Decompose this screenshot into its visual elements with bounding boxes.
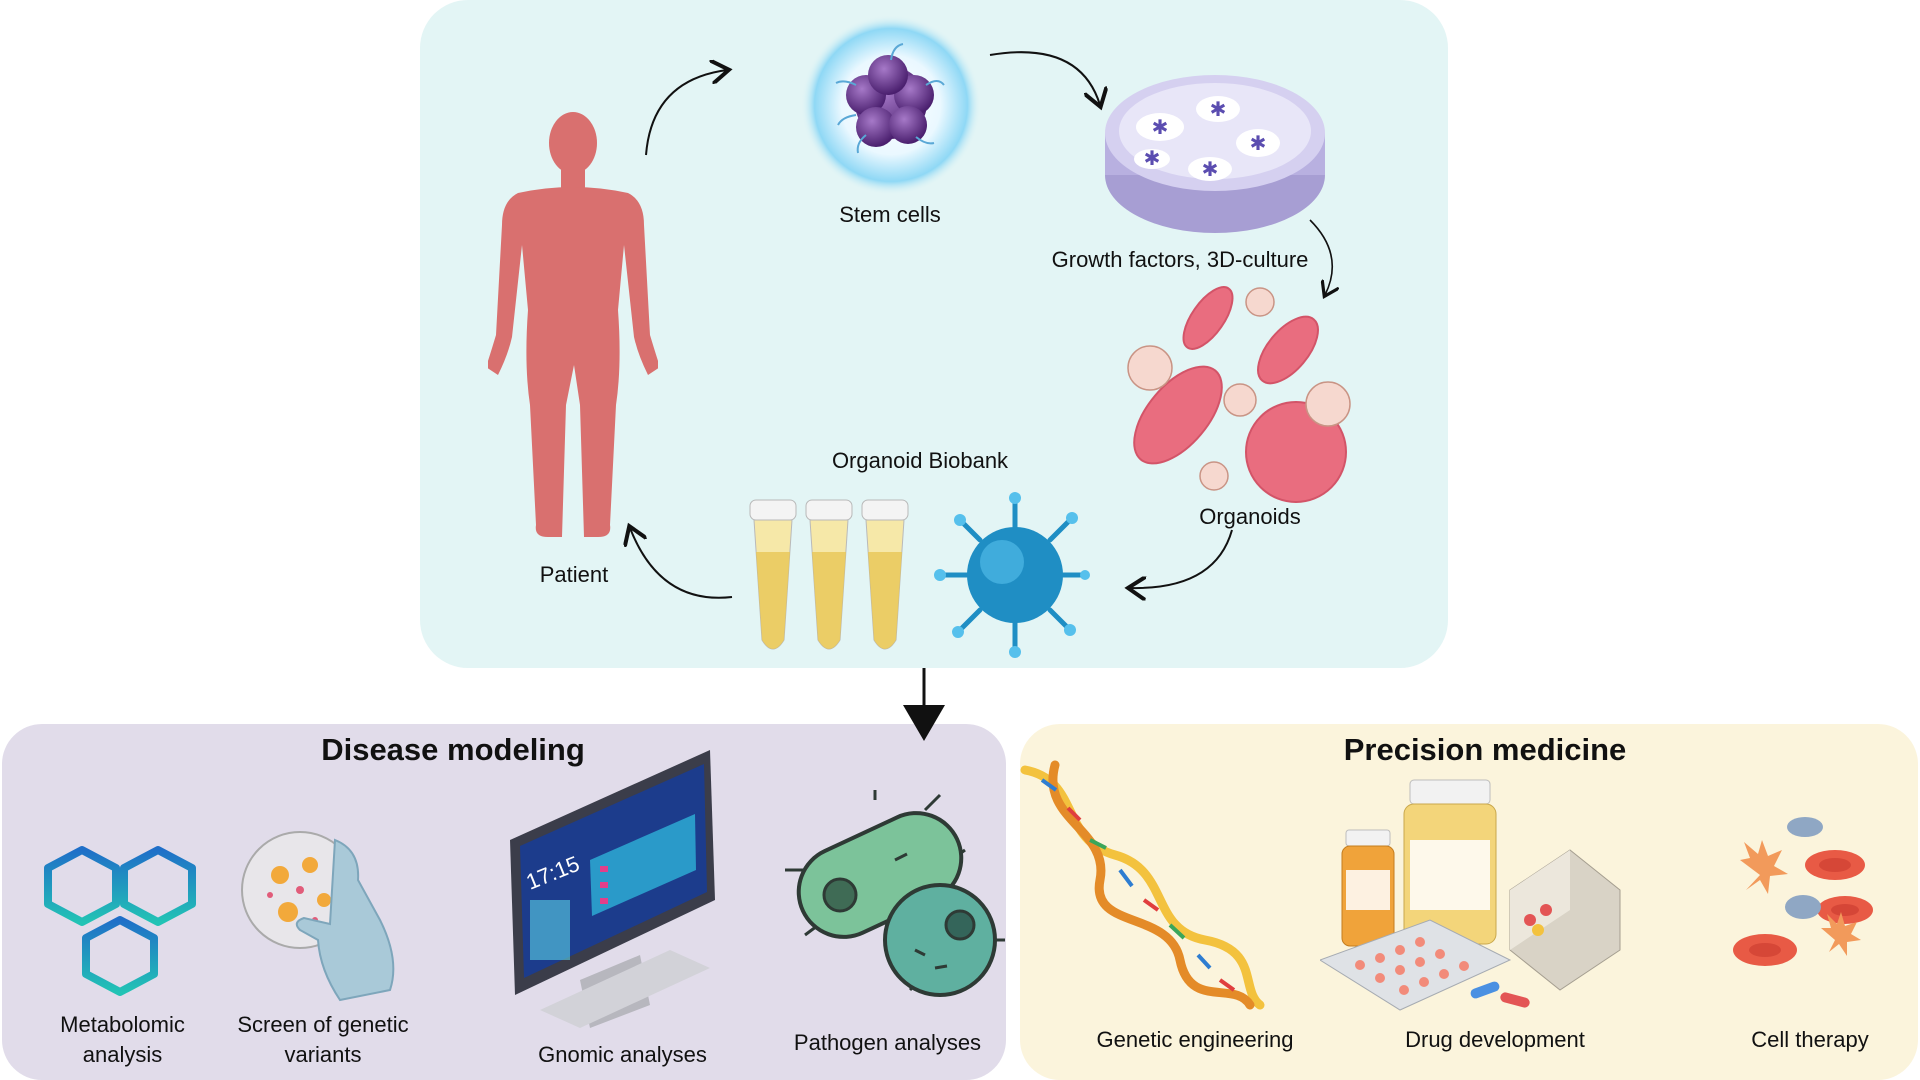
arrow-stem-to-dish	[989, 51, 1100, 105]
computer-monitor-icon: 17:15	[510, 750, 715, 1028]
biobank-tubes-icon	[749, 492, 1090, 658]
arrow-dish-to-organoids	[1309, 219, 1332, 295]
petri-dish-icon: ✱ ✱ ✱ ✱ ✱	[1105, 75, 1325, 233]
drug-development-label: Drug development	[1405, 1027, 1585, 1052]
patient-label: Patient	[539, 562, 609, 587]
genetic-variants-label-1: Screen of genetic	[237, 1012, 409, 1037]
cell-therapy-label: Cell therapy	[1751, 1027, 1869, 1052]
arrow-organoids-to-biobank	[1130, 529, 1233, 588]
virus-icon	[934, 492, 1090, 658]
dna-helix-icon	[1020, 760, 1265, 1010]
metabolomic-label-1: Metabolomic	[60, 1012, 185, 1037]
organoids-icon	[1127, 286, 1351, 503]
organoids-label: Organoids	[1199, 504, 1301, 529]
cell-therapy-icon	[1733, 817, 1873, 966]
svg-text:✱: ✱	[1152, 117, 1169, 139]
svg-text:✱: ✱	[1144, 148, 1161, 170]
disease-modeling-title: Disease modeling	[321, 732, 585, 767]
medicine-bottles-pills-icon	[1320, 779, 1621, 1011]
pathogen-analyses-label: Pathogen analyses	[793, 1030, 982, 1055]
bacteria-icon	[785, 790, 1005, 997]
stem-cell-icon	[801, 15, 981, 195]
hexagon-molecule-icon	[44, 846, 196, 996]
gnomic-analyses-label: Gnomic analyses	[538, 1042, 707, 1067]
metabolomic-label-2: analysis	[82, 1042, 163, 1067]
arrow-patient-to-stem	[645, 70, 727, 156]
svg-text:✱: ✱	[1250, 133, 1267, 155]
genetic-variants-label-2: variants	[284, 1042, 362, 1067]
genetic-engineering-label: Genetic engineering	[1096, 1027, 1294, 1052]
arrow-biobank-to-patient	[630, 528, 733, 599]
biobank-label: Organoid Biobank	[831, 448, 1009, 473]
petri-dish-hand-icon	[241, 831, 395, 1002]
patient-body-icon	[488, 112, 658, 537]
svg-text:✱: ✱	[1202, 159, 1219, 181]
stem-cells-label: Stem cells	[839, 202, 941, 227]
growth-factors-label: Growth factors, 3D-culture	[1051, 247, 1309, 272]
svg-text:✱: ✱	[1210, 99, 1227, 121]
precision-medicine-title: Precision medicine	[1343, 732, 1627, 767]
